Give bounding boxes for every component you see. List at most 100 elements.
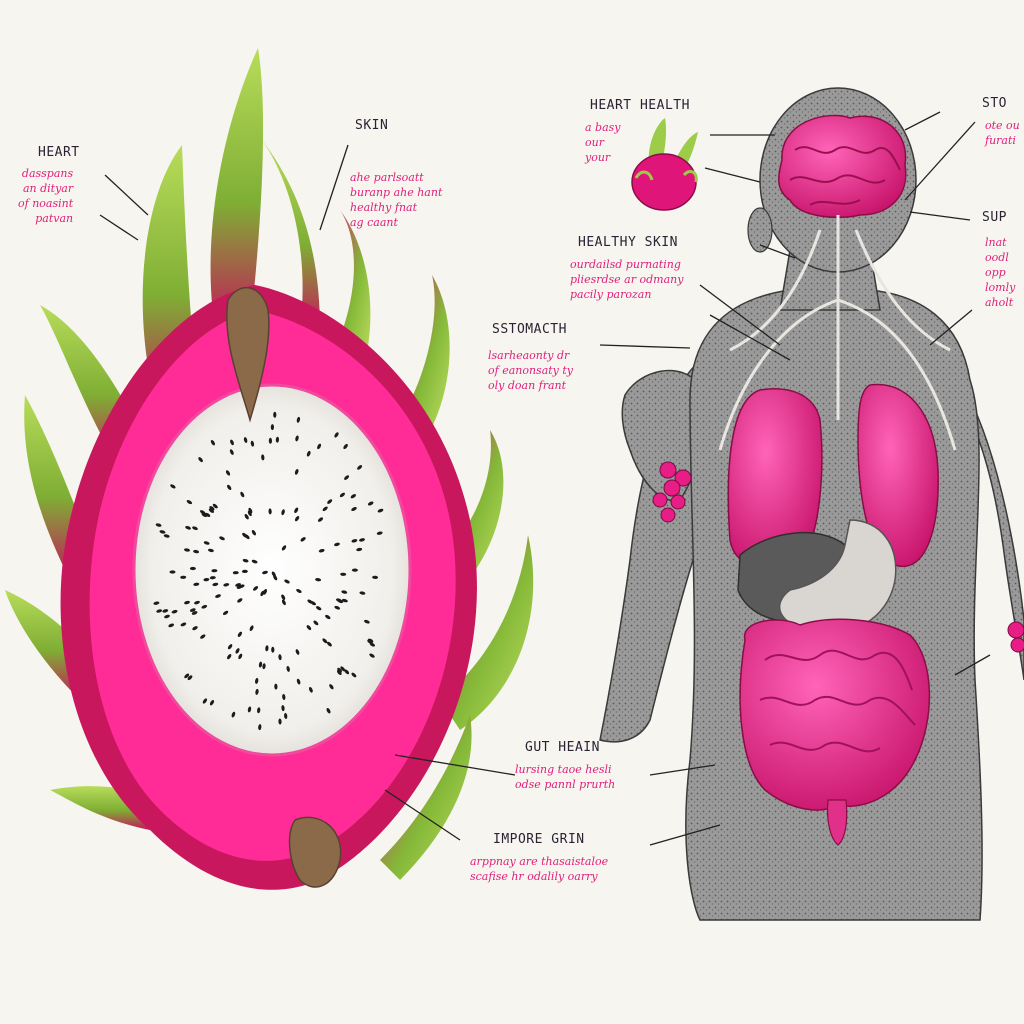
seed <box>326 641 332 647</box>
seed <box>155 523 162 527</box>
seed <box>294 469 299 475</box>
seed <box>341 598 348 603</box>
seed <box>223 583 230 587</box>
seed <box>194 600 200 605</box>
seed <box>356 547 363 552</box>
seed <box>191 611 198 615</box>
seed <box>203 577 210 582</box>
label-heart-title: HEART <box>38 145 80 160</box>
seed <box>237 598 243 603</box>
bract-top-center <box>210 48 264 330</box>
seed <box>164 614 170 619</box>
seed <box>255 677 259 684</box>
seed <box>153 601 160 605</box>
seed <box>308 686 313 693</box>
seed <box>322 638 328 644</box>
seed <box>238 653 243 660</box>
seed <box>344 669 350 675</box>
seed <box>193 582 200 586</box>
seed <box>170 484 176 489</box>
label-skin-caption: ahe parlsoatt buranp ahe hant healthy fn… <box>350 171 443 229</box>
seed <box>275 436 280 443</box>
seed <box>270 424 274 431</box>
seed <box>227 653 232 660</box>
seed <box>344 475 350 480</box>
seed <box>202 698 208 704</box>
label-sto-caption: ote ou furati <box>985 119 1020 147</box>
fruit-flesh <box>132 383 412 757</box>
seed <box>307 599 313 604</box>
seed <box>249 625 254 631</box>
fruit-stem-top <box>226 286 270 423</box>
label-stomach-title: SSTOMACTH <box>492 322 567 337</box>
seed <box>322 506 328 512</box>
seed <box>376 531 383 535</box>
seed <box>281 594 286 600</box>
label-healthy-skin-caption: ourdailsd purnating pliesrdse ar odmany … <box>570 258 684 301</box>
seed <box>186 500 193 505</box>
seed <box>189 566 196 571</box>
seed <box>306 625 312 631</box>
seed <box>210 440 215 446</box>
seed <box>273 574 278 581</box>
dragon-fruit <box>5 48 534 890</box>
seed <box>282 694 286 700</box>
seed <box>337 667 342 673</box>
seed <box>244 514 249 520</box>
seed <box>313 620 319 626</box>
seed <box>241 569 248 574</box>
seed <box>268 508 272 515</box>
seed <box>284 579 290 584</box>
seed <box>367 501 374 506</box>
seed <box>235 648 240 654</box>
seed <box>286 665 290 672</box>
seed <box>278 654 282 661</box>
seed <box>343 443 348 450</box>
seed <box>351 539 358 543</box>
seed <box>225 470 231 476</box>
seed <box>281 705 285 712</box>
seed <box>377 508 384 513</box>
seed <box>318 548 325 553</box>
seed <box>184 600 190 605</box>
seed <box>334 432 339 438</box>
seed <box>162 609 169 613</box>
seed <box>159 530 166 534</box>
seed <box>274 683 278 690</box>
seed <box>296 588 302 594</box>
seed <box>227 644 233 650</box>
seed <box>215 594 221 598</box>
seed <box>278 718 282 725</box>
fruit-stem-bottom <box>288 816 342 888</box>
seed <box>156 609 163 613</box>
seed <box>185 525 191 530</box>
label-gut-health-caption: lursing taoe hesli odse pannl prurth <box>515 763 616 791</box>
seed <box>209 700 215 706</box>
seed <box>315 606 322 611</box>
seed <box>229 449 234 455</box>
seed <box>262 570 268 575</box>
seed <box>258 661 263 668</box>
seed <box>334 542 340 547</box>
seed <box>273 411 277 418</box>
seed <box>327 499 333 504</box>
label-gut-health-title: GUT HEAIN <box>525 740 600 755</box>
seed <box>364 619 370 624</box>
seed <box>325 614 331 620</box>
seed <box>168 623 175 628</box>
seed <box>260 590 265 597</box>
seed <box>329 684 334 690</box>
seed <box>236 585 243 589</box>
seed <box>271 646 275 653</box>
seed <box>351 506 357 512</box>
seed <box>187 675 193 681</box>
seed <box>336 670 342 675</box>
label-sto-title: STO <box>982 96 1007 111</box>
seed <box>294 507 299 514</box>
intestines-organ <box>739 618 931 811</box>
label-heart-caption: dasspans an dityar of noasint patvan <box>18 167 74 225</box>
seed <box>367 638 374 643</box>
seed <box>227 484 232 491</box>
seed <box>351 568 358 572</box>
